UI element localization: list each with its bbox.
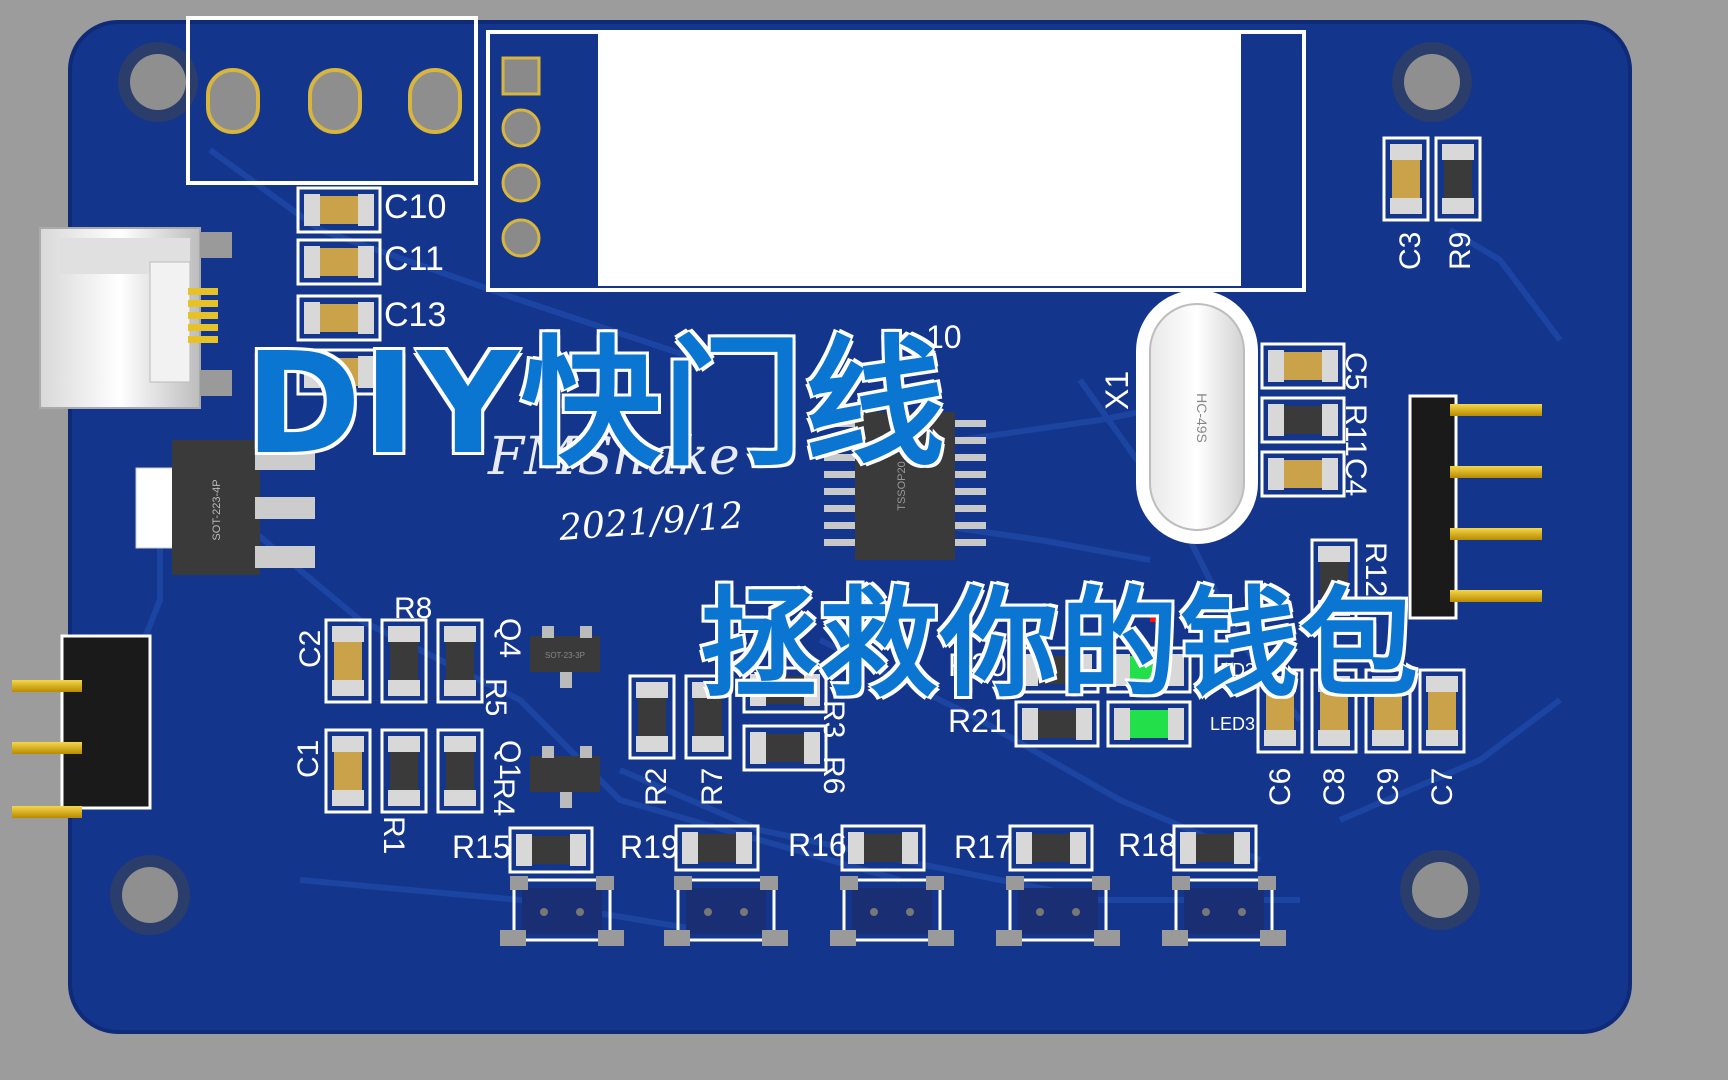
smd-c9 <box>1364 668 1412 754</box>
label-c1: C1 <box>292 740 325 778</box>
smd-c3 <box>1382 136 1430 222</box>
smd-r21 <box>1014 700 1100 748</box>
label-c2: C2 <box>294 630 327 668</box>
smd-components <box>296 136 1482 874</box>
label-r4: R4 <box>487 778 520 816</box>
smd-r7 <box>684 674 732 760</box>
smd-r4 <box>436 728 484 814</box>
label-r19: R19 <box>620 829 679 865</box>
label-c8: C8 <box>1318 768 1351 806</box>
smd-c11 <box>296 238 382 286</box>
label-r9: R9 <box>1444 232 1477 270</box>
smd-r20 <box>1014 646 1100 694</box>
right-pin-header <box>1408 394 1542 620</box>
transistor-marking: SOT-23-3P <box>545 651 585 660</box>
voltage-regulator: SOT-223-4P <box>135 440 315 575</box>
smd-r15 <box>508 826 594 874</box>
smd-r1 <box>380 728 428 814</box>
red-led-dot <box>1150 608 1164 622</box>
smd-led3 <box>1106 700 1192 748</box>
label-q1: Q1 <box>493 740 526 780</box>
label-r15: R15 <box>452 829 511 865</box>
label-r11: R11 <box>1339 404 1372 457</box>
smd-r6 <box>742 724 828 772</box>
signature-text: FMShake <box>487 427 740 487</box>
mounting-holes <box>110 42 1480 935</box>
copper-traces <box>117 147 1563 933</box>
smd-c4 <box>1260 450 1346 498</box>
ic-marking: TSSOP20 <box>896 461 908 511</box>
label-c13: C13 <box>384 296 446 334</box>
display-module <box>486 30 1306 292</box>
transistors: SOT-23-3P <box>530 626 600 808</box>
tactile-button-5 <box>1162 876 1286 946</box>
smd-c8 <box>1310 668 1358 754</box>
label-r1: R1 <box>377 816 410 854</box>
tactile-button-4 <box>996 876 1120 946</box>
smd-r16 <box>840 824 926 872</box>
label-r8: R8 <box>394 592 432 625</box>
label-c10: C10 <box>384 188 446 226</box>
ic-chip: TSSOP20 <box>824 412 986 560</box>
label-c6: C6 <box>1264 768 1297 806</box>
smd-r5 <box>436 618 484 704</box>
usb-connector <box>39 227 232 409</box>
crystal-marking: HC-49S <box>1194 393 1210 443</box>
smd-r3 <box>742 666 828 714</box>
label-partial-c: C <box>382 356 407 394</box>
label-c7: C7 <box>1426 768 1459 806</box>
smd-r12 <box>1310 538 1358 624</box>
smd-c2 <box>324 618 372 704</box>
smd-c7 <box>1418 668 1466 754</box>
smd-r19 <box>674 824 760 872</box>
label-x1: X1 <box>1099 371 1135 410</box>
tactile-button-1 <box>500 876 624 946</box>
label-r16: R16 <box>788 827 847 863</box>
overlay-subtitle: 拯救你的钱包 <box>698 575 1421 713</box>
smd-r9 <box>1434 136 1482 222</box>
smd-r8 <box>380 618 428 704</box>
smd-c5 <box>1260 342 1346 390</box>
smd-r17 <box>1008 824 1094 872</box>
label-partial-10: 10 <box>926 319 962 355</box>
overlay-title: DIY快门线 <box>244 323 947 486</box>
switch-footprint <box>186 16 478 185</box>
label-led3: LED3 <box>1210 714 1255 734</box>
silkscreen-labels: C10 C11 C13 C 10 X1 C5 R11 C4 R12 C3 R9 … <box>292 188 1477 865</box>
smd-led2 <box>1106 646 1192 694</box>
smd-c10 <box>296 186 382 234</box>
label-r12: R12 <box>1359 542 1392 597</box>
smd-c6 <box>1256 668 1304 754</box>
smd-c13 <box>296 294 382 342</box>
label-r6: R6 <box>817 756 850 794</box>
label-c9: C9 <box>1372 768 1405 806</box>
smd-c1 <box>324 728 372 814</box>
label-r17: R17 <box>954 829 1013 865</box>
smd-r11 <box>1260 396 1346 444</box>
label-r7: R7 <box>696 768 729 806</box>
label-q4: Q4 <box>493 618 526 658</box>
smd-r2 <box>628 674 676 760</box>
label-r21: R21 <box>948 703 1007 739</box>
tactile-button-3 <box>830 876 954 946</box>
label-r5: R5 <box>479 678 512 716</box>
tactile-button-2 <box>664 876 788 946</box>
tactile-buttons <box>500 876 1286 946</box>
label-r2: R2 <box>640 768 673 806</box>
label-r3: R3 <box>817 700 850 738</box>
label-r20: R20 <box>948 647 1007 683</box>
smd-r18 <box>1172 824 1258 872</box>
left-pin-header <box>12 634 152 818</box>
label-c11: C11 <box>384 240 444 278</box>
label-r18: R18 <box>1118 827 1177 863</box>
crystal: HC-49S <box>1136 290 1258 544</box>
label-c4: C4 <box>1339 458 1372 496</box>
label-led2: LED2 <box>1210 660 1255 680</box>
label-c3: C3 <box>1394 232 1427 270</box>
regulator-marking: SOT-223-4P <box>211 479 223 540</box>
smd-c-partial <box>296 348 382 396</box>
label-c5: C5 <box>1339 352 1372 390</box>
